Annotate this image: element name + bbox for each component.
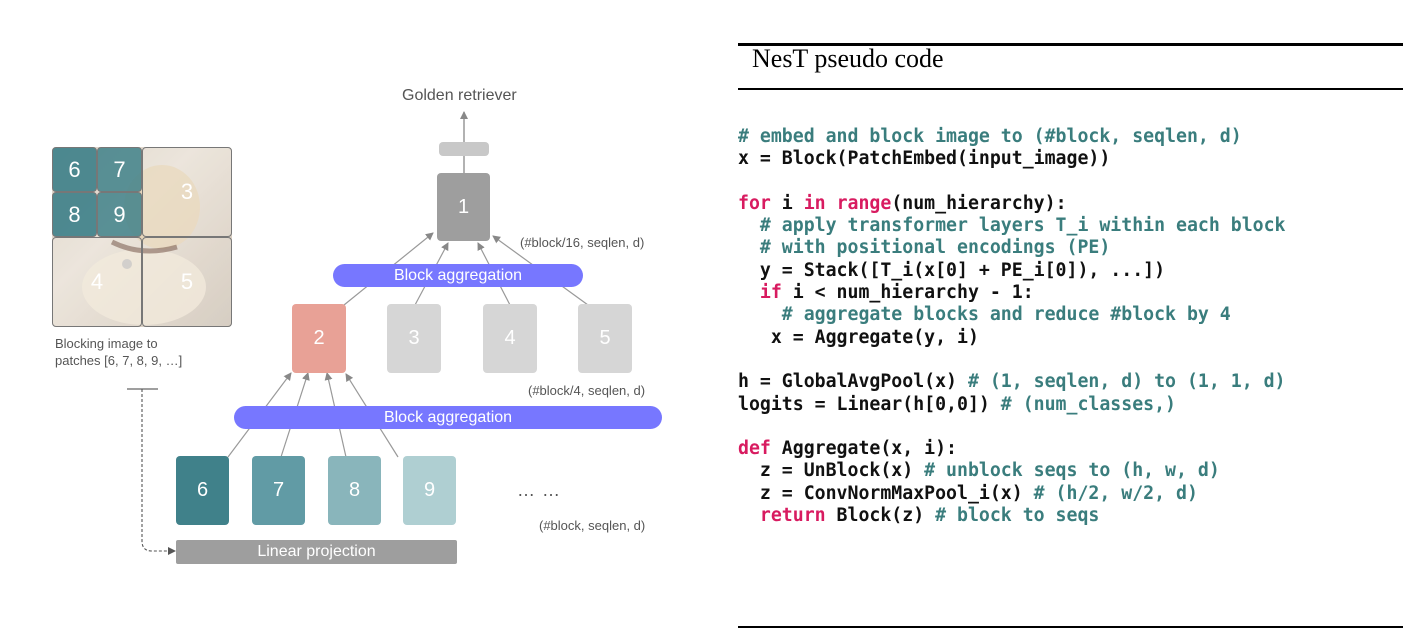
- image-patch-7: 7: [97, 147, 142, 192]
- output-class-label: Golden retriever: [402, 87, 517, 104]
- code-line: h = GlobalAvgPool(x) # (1, seqlen, d) to…: [738, 371, 1286, 393]
- code-text: [826, 193, 837, 214]
- node-5: 5: [578, 304, 632, 373]
- code-text: [738, 282, 760, 303]
- code-line: # aggregate blocks and reduce #block by …: [738, 304, 1286, 326]
- image-caption-line2: patches [6, 7, 8, 9, …]: [55, 353, 183, 368]
- pseudo-code-block: # embed and block image to (#block, seql…: [738, 126, 1286, 527]
- image-patch-8: 8: [52, 192, 97, 237]
- image-patch-9: 9: [97, 192, 142, 237]
- classifier-head: [439, 142, 489, 156]
- node-3: 3: [387, 304, 441, 373]
- code-line: z = UnBlock(x) # unblock seqs to (h, w, …: [738, 460, 1286, 482]
- code-text: logits = Linear(h[0,0]): [738, 393, 1001, 415]
- puppy-image: [82, 165, 206, 325]
- code-text: h = GlobalAvgPool(x): [738, 371, 968, 393]
- code-line: x = Aggregate(y, i): [738, 327, 1286, 349]
- code-keyword: return: [759, 505, 826, 527]
- code-comment: # with positional encodings (PE): [738, 237, 1111, 259]
- code-comment: # unblock seqs to (h, w, d): [924, 460, 1220, 482]
- code-line: for i in range(num_hierarchy):: [738, 193, 1286, 215]
- code-keyword: in: [803, 192, 826, 214]
- node-9: 9: [403, 456, 456, 525]
- shape-label-top: (#block/16, seqlen, d): [520, 235, 645, 250]
- nest-architecture-diagram: Golden retriever 1 (#block/16, seqlen, d…: [52, 87, 662, 564]
- shape-label-mid: (#block/4, seqlen, d): [528, 383, 646, 398]
- code-line: logits = Linear(h[0,0]) # (num_classes,): [738, 394, 1286, 416]
- node-7: 7: [252, 456, 305, 525]
- ellipsis: … …: [517, 480, 562, 500]
- image-patch-4: 4: [52, 237, 142, 327]
- code-line: def Aggregate(x, i):: [738, 438, 1286, 460]
- image-patch-3: 3: [142, 147, 232, 237]
- image-patch-5: 5: [142, 237, 232, 327]
- code-line: z = ConvNormMaxPool_i(x) # (h/2, w/2, d): [738, 483, 1286, 505]
- bottom-rule: [738, 626, 1403, 628]
- shape-label-bottom: (#block, seqlen, d): [539, 518, 646, 533]
- code-keyword: range: [836, 192, 892, 214]
- code-text: i: [770, 192, 804, 214]
- code-text: [738, 505, 760, 526]
- top-rule: [738, 43, 1403, 46]
- code-text: x = Block(PatchEmbed(input_image)): [738, 148, 1111, 170]
- code-text: z = UnBlock(x): [738, 460, 925, 482]
- block-aggregation-bottom: Block aggregation: [234, 406, 662, 429]
- code-line: [738, 171, 1286, 193]
- code-comment: # apply transformer layers T_i within ea…: [738, 215, 1286, 237]
- code-line: # embed and block image to (#block, seql…: [738, 126, 1286, 148]
- linear-projection: Linear projection: [176, 540, 457, 564]
- image-caption-line1: Blocking image to: [55, 336, 158, 351]
- code-text: Block(z): [825, 505, 936, 527]
- code-line: [738, 416, 1286, 438]
- code-comment: # embed and block image to (#block, seql…: [738, 126, 1242, 147]
- node-1: 1: [437, 173, 490, 241]
- node-8: 8: [328, 456, 381, 525]
- code-keyword: for: [738, 192, 771, 214]
- code-comment: # (num_classes,): [1000, 393, 1176, 415]
- node-4: 4: [483, 304, 537, 373]
- input-image: 6 7 8 9 3 4 5: [52, 147, 232, 327]
- pseudo-code-title: NesT pseudo code: [752, 44, 944, 73]
- code-keyword: if: [759, 282, 782, 304]
- code-keyword: def: [738, 438, 771, 460]
- block-aggregation-top: Block aggregation: [333, 264, 583, 287]
- image-to-projection-arrow: [141, 389, 176, 555]
- code-comment: # (1, seqlen, d) to (1, 1, d): [967, 371, 1286, 393]
- code-comment: # (h/2, w/2, d): [1033, 482, 1198, 504]
- image-patch-6: 6: [52, 147, 97, 192]
- code-line: # with positional encodings (PE): [738, 237, 1286, 259]
- code-text: Aggregate(x, i):: [770, 438, 958, 460]
- node-6: 6: [176, 456, 229, 525]
- code-text: (num_hierarchy):: [891, 192, 1067, 214]
- code-text: i < num_hierarchy - 1:: [781, 282, 1034, 304]
- code-line: # apply transformer layers T_i within ea…: [738, 215, 1286, 237]
- code-line: if i < num_hierarchy - 1:: [738, 282, 1286, 304]
- code-comment: # block to seqs: [935, 505, 1100, 527]
- code-line: return Block(z) # block to seqs: [738, 505, 1286, 527]
- pseudo-code-panel: NesT pseudo code # embed and block image…: [738, 40, 1403, 630]
- code-line: y = Stack([T_i(x[0] + PE_i[0]), ...]): [738, 260, 1286, 282]
- code-text: z = ConvNormMaxPool_i(x): [738, 482, 1034, 504]
- title-rule: [738, 88, 1403, 90]
- code-line: [738, 349, 1286, 371]
- code-comment: # aggregate blocks and reduce #block by …: [738, 304, 1231, 326]
- node-2: 2: [292, 304, 346, 373]
- code-text: x = Aggregate(y, i): [738, 326, 979, 348]
- code-line: x = Block(PatchEmbed(input_image)): [738, 148, 1286, 170]
- code-text: y = Stack([T_i(x[0] + PE_i[0]), ...]): [738, 259, 1166, 281]
